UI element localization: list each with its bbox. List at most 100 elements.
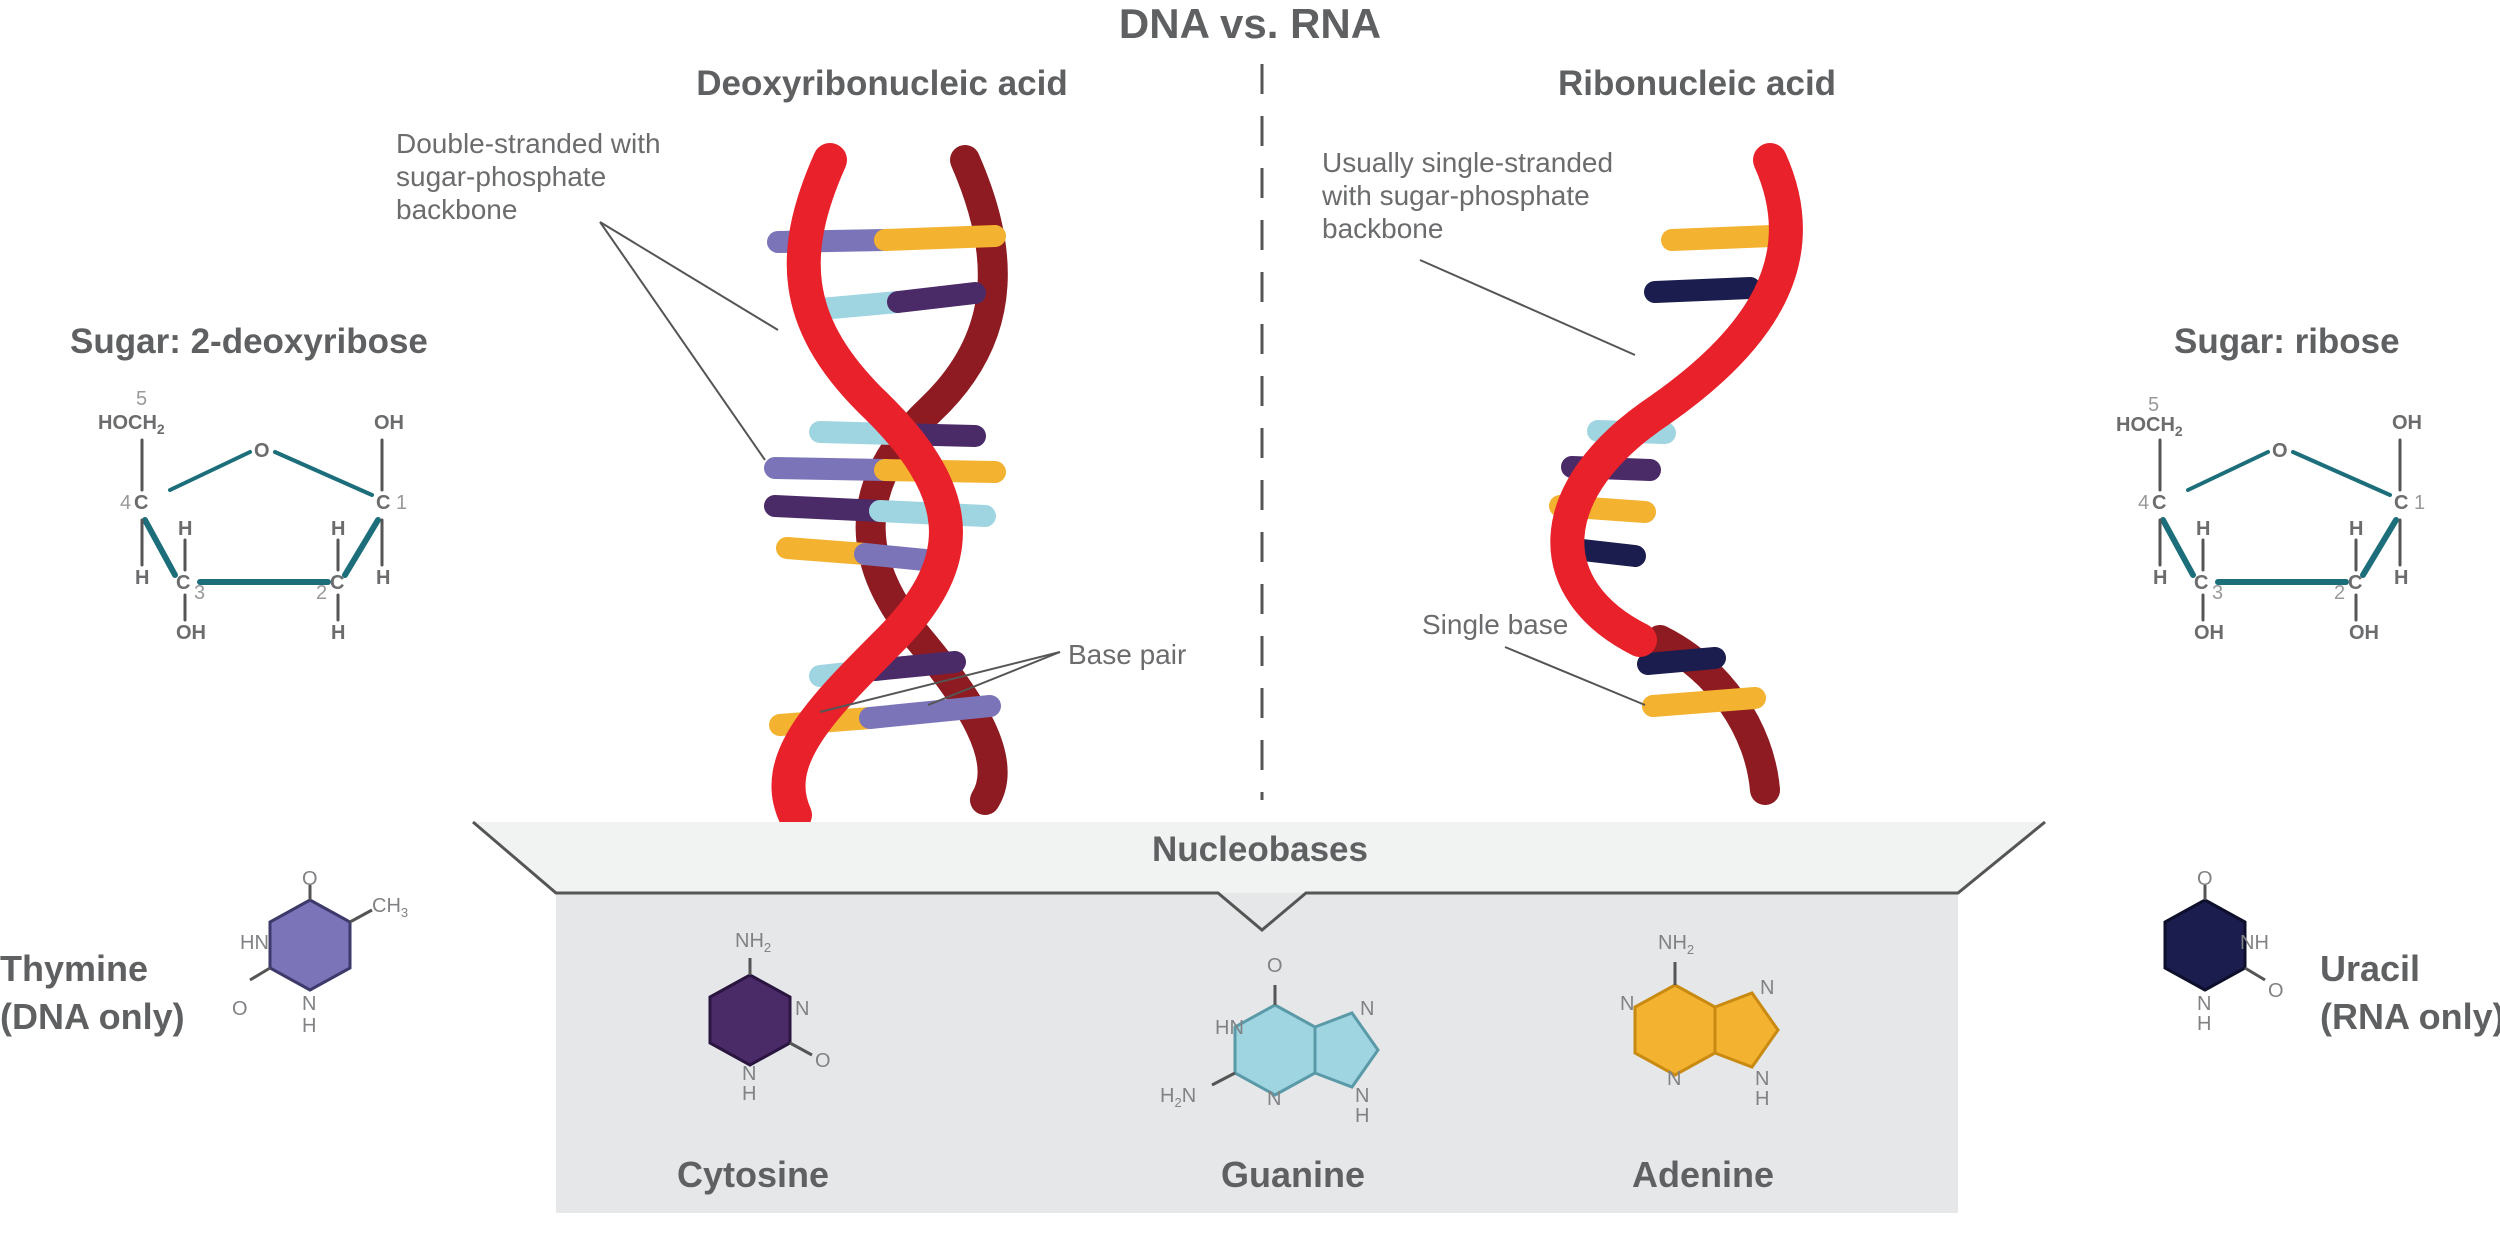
hoch2-label: HOCH2 [2116,414,2183,439]
dna-base-pair [764,457,1006,483]
num-5: 5 [136,388,148,410]
rna-strand [1549,143,1803,805]
guanine-n-bottom: N [1267,1088,1282,1110]
hoch2-sub: 2 [156,421,165,437]
dna-backbone-note-line2: sugar-phosphate [396,161,607,192]
rna-base [1637,647,1726,675]
adenine-n-bottom: N [1667,1068,1682,1090]
guanine-label: Guanine [1220,1154,1366,1195]
rna-base [1642,687,1766,717]
uracil-o-right: O [2268,980,2284,1002]
uracil-structure [2163,885,2266,992]
ring-oxygen: O [2272,440,2288,462]
uracil-n: N [2197,993,2212,1015]
cytosine-h: H [742,1083,757,1105]
dna-base-pair [776,537,936,571]
thymine-o-left: O [232,998,248,1020]
guanine-nh: N [1355,1085,1370,1107]
dna-basepair-pointer [819,651,1061,713]
uracil-h: H [2197,1013,2212,1035]
nh2-sub: 2 [1686,942,1695,957]
dna-backbone-pointer [599,221,779,331]
thymine-hn: HN [240,932,269,954]
guanine-o: O [1267,955,1283,977]
ribose-structure [2158,438,2402,622]
oh-label: OH [2392,412,2422,434]
rna-single-base-note: Single base [1422,609,1569,640]
dna-backbone-note-line3: backbone [396,194,518,225]
funnel-outline [472,820,2046,932]
rna-backbone-note-line2: with sugar-phosphate [1322,180,1590,211]
rna-heading: Ribonucleic acid [1557,64,1837,103]
h2n-n: N [1181,1085,1197,1107]
adenine-nh2: NH2 [1658,932,1694,957]
dna-strand-front [771,143,963,832]
cytosine-label: Cytosine [676,1154,830,1195]
rna-backbone-note-line1: Usually single-stranded [1322,147,1614,178]
hoch2-text: HOCH [2116,414,2175,436]
thymine-structure [249,885,373,992]
num-1: 1 [2414,492,2426,514]
dna-backbone-note-line1: Double-stranded with [396,128,661,159]
ch3-text: CH [372,895,401,917]
num-4: 4 [120,492,132,514]
h-label: H [2196,518,2211,540]
rna-strand-front [1550,143,1803,657]
h2n-sub: 2 [1174,1095,1182,1110]
num-3: 3 [2212,582,2224,604]
dna-heading: Deoxyribonucleic acid [696,64,1068,103]
ring-oxygen: O [254,440,270,462]
c2-label: C [330,572,345,594]
nucleobases-funnel-left [473,822,1262,893]
rna-base [1661,225,1783,251]
page-title: DNA vs. RNA [1118,0,1382,47]
guanine-h: H [1355,1105,1370,1127]
rna-backbone-note-line3: backbone [1322,213,1444,244]
c3-label: C [176,572,191,594]
num-3: 3 [194,582,206,604]
oh-label: OH [2194,622,2224,644]
dna-base-pair-note: Base pair [1068,639,1187,670]
adenine-h: H [1755,1088,1770,1110]
rna-base [1644,277,1761,303]
rna-single-base-pointer [1504,646,1646,706]
c4-label: C [2152,492,2167,514]
thymine-o-top: O [302,868,318,890]
h-label: H [331,622,346,644]
guanine-h2n: H2N [1160,1085,1196,1110]
adenine-n-left: N [1620,993,1635,1015]
h-label: H [331,518,346,540]
num-2: 2 [2334,582,2346,604]
rna-backbone-pointer [1419,259,1636,356]
uracil-nh: NH [2240,932,2269,954]
dna-backbone-pointer [599,221,766,461]
adenine-n-right-top: N [1760,977,1775,999]
hoch2-sub: 2 [2174,423,2183,439]
adenine-structure [1633,962,1780,1077]
num-5: 5 [2148,394,2160,416]
num-4: 4 [2138,492,2150,514]
h-label: H [135,567,150,589]
nh2-text: NH [735,930,764,952]
oh-label: OH [2349,622,2379,644]
deoxyribose-heading: Sugar: 2-deoxyribose [70,322,428,361]
oh-label: OH [374,412,404,434]
cytosine-nh2: NH2 [735,930,771,955]
hoch2-text: HOCH [98,412,157,434]
thymine-label-line1: Thymine [0,948,149,989]
deoxyribose-structure [140,438,384,622]
thymine-ch3: CH3 [372,895,408,920]
cytosine-o: O [815,1050,831,1072]
cytosine-structure [708,958,813,1067]
adenine-label: Adenine [1631,1154,1775,1195]
hoch2-label: HOCH2 [98,412,165,437]
guanine-n-top: N [1360,998,1375,1020]
c4-label: C [134,492,149,514]
guanine-structure [1211,985,1380,1097]
nucleobases-heading: Nucleobases [1152,830,1368,869]
cytosine-n: N [795,998,810,1020]
h-label: H [2153,567,2168,589]
ch3-sub: 3 [400,905,409,920]
h-label: H [376,567,391,589]
